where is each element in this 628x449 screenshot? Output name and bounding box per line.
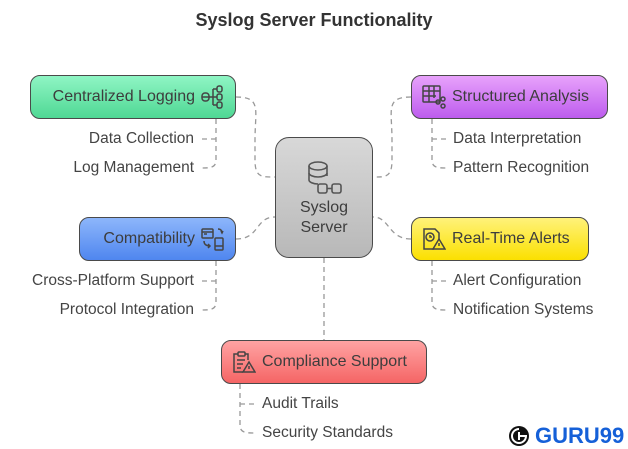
security-standards-item: Security Standards: [262, 424, 393, 441]
table-share-icon: [422, 85, 446, 109]
compliance-support-node: Compliance Support: [221, 340, 427, 384]
center-label-line1: Syslog: [299, 198, 349, 216]
centralized-logging-node: Centralized Logging: [30, 75, 236, 119]
center-label-line2: Server: [300, 218, 348, 236]
clock-alert-icon: [423, 228, 446, 250]
real-time-alerts-label: Real-Time Alerts: [452, 230, 570, 247]
compatibility-node: Compatibility: [79, 217, 236, 261]
audit-trails-item: Audit Trails: [262, 395, 339, 412]
guru99-logo-text: GURU99: [535, 423, 625, 448]
compliance-support-label: Compliance Support: [262, 353, 407, 370]
guru99-logo-icon: [509, 426, 529, 446]
real-time-alerts-node: Real-Time Alerts: [411, 217, 589, 261]
protocol-integration-item: Protocol Integration: [59, 301, 194, 318]
syslog-server-node: Syslog Server: [275, 137, 373, 258]
log-management-item: Log Management: [73, 159, 194, 176]
data-interpretation-item: Data Interpretation: [453, 130, 582, 147]
data-collection-item: Data Collection: [88, 130, 194, 147]
structured-analysis-label: Structured Analysis: [452, 88, 589, 105]
database-tree-icon: [201, 85, 223, 109]
notification-systems-item: Notification Systems: [453, 301, 594, 318]
page-title: Syslog Server Functionality: [195, 10, 433, 30]
cross-device-icon: [201, 228, 224, 251]
compatibility-label: Compatibility: [103, 230, 195, 247]
database-network-icon: [308, 160, 342, 194]
guru99-logo: GURU99: [508, 423, 624, 449]
cross-platform-support-item: Cross-Platform Support: [32, 272, 194, 289]
clipboard-warning-icon: [233, 351, 256, 373]
pattern-recognition-item: Pattern Recognition: [453, 159, 590, 176]
structured-analysis-node: Structured Analysis: [411, 75, 608, 119]
centralized-logging-label: Centralized Logging: [52, 88, 195, 105]
alert-configuration-item: Alert Configuration: [453, 272, 582, 289]
